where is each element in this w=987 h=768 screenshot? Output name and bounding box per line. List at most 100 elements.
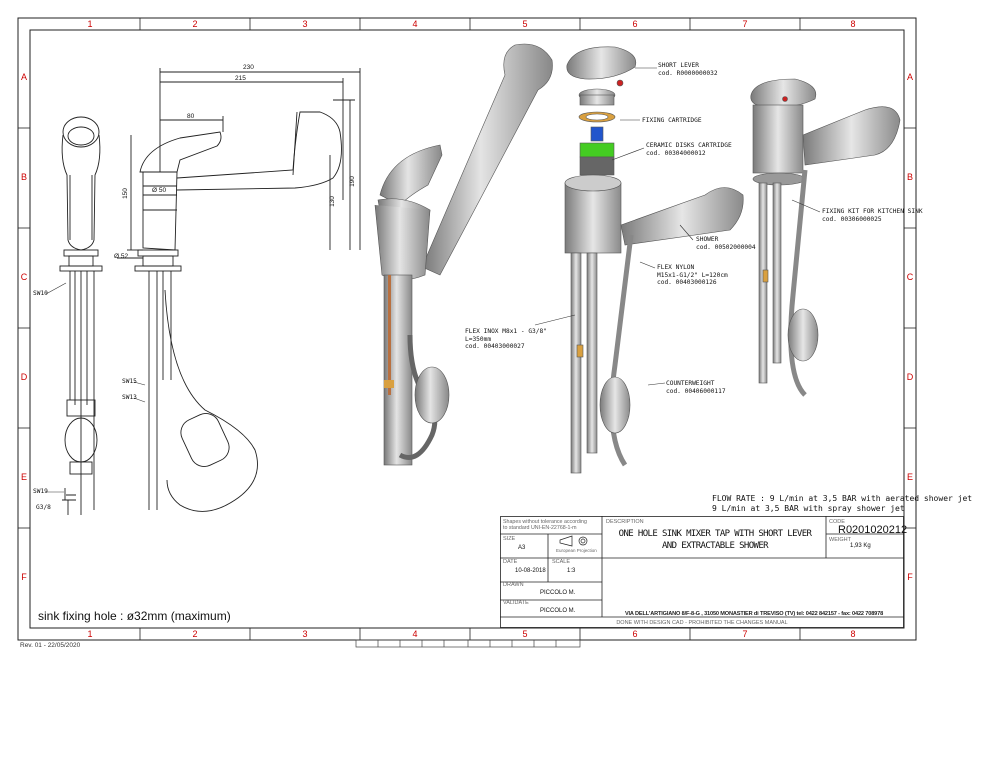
date-label: DATE [503, 559, 518, 565]
zone-label-top-7: 7 [742, 19, 748, 29]
tolerance-line-1: Shapes without tolerance according [503, 519, 587, 525]
zone-label-bottom-7: 7 [742, 629, 748, 639]
zone-label-left-b: B [20, 172, 27, 182]
drawn-value: PICCOLO M. [540, 590, 576, 596]
weight-value: 1,93 Kg [850, 543, 871, 549]
zone-label-left-e: E [20, 472, 27, 482]
zone-label-bottom-3: 3 [302, 629, 308, 639]
zone-label-right-a: A [906, 72, 913, 82]
callout-counterweight-code: cod. 00406000117 [666, 387, 726, 395]
callout-flex-nylon-code: cod. 00403000126 [657, 279, 717, 286]
revision-note: Rev. 01 - 22/05/2020 [20, 642, 81, 649]
callout-fixing-kit-name: FIXING KIT FOR KITCHEN SINK [822, 208, 923, 215]
flow-rate-line-2: 9 L/min at 3,5 BAR with spray shower jet [712, 504, 905, 513]
tap-exploded-view [564, 46, 744, 474]
zone-label-bottom-5: 5 [522, 629, 528, 639]
dimension-diameter-52: Ø 52 [114, 253, 129, 260]
zone-label-top-6: 6 [632, 19, 638, 29]
zone-label-top-3: 3 [302, 19, 308, 29]
sink-fixing-note: sink fixing hole : ø32mm (maximum) [38, 609, 231, 623]
title-block-grid [500, 516, 904, 628]
callout-shower-name: SHOWER [696, 236, 719, 243]
size-label: SIZE [503, 536, 516, 542]
dimension-80: 80 [187, 113, 195, 120]
date-value: 10-08-2018 [515, 568, 546, 574]
zone-label-top-4: 4 [412, 19, 418, 29]
callout-flex-inox-code: cod. 00403000027 [465, 343, 525, 350]
callout-counterweight: COUNTERWEIGHT cod. 00406000117 [666, 380, 726, 395]
zone-label-left-f: F [21, 572, 27, 582]
callout-flex-nylon-spec: M15x1-G1/2" L=120cm [657, 271, 728, 279]
zone-label-left-a: A [20, 72, 27, 82]
zone-label-top-1: 1 [87, 19, 93, 29]
callout-counterweight-name: COUNTERWEIGHT [666, 380, 715, 387]
dimension-230: 230 [243, 64, 254, 71]
zone-label-right-d: D [906, 372, 914, 382]
scale-label: SCALE [552, 559, 571, 565]
callout-short-lever-name: SHORT LEVER [658, 62, 699, 69]
title-block-footer: DONE WITH DESIGN CAD - PROHIBITED THE CH… [616, 620, 788, 626]
callout-flex-inox: FLEX INOX M8x1 - G3/8" L=350mm cod. 0040… [465, 328, 547, 351]
callout-short-lever: SHORT LEVER cod. R0000000032 [658, 62, 718, 77]
wrench-label-sw15: SW15 [122, 378, 137, 385]
zone-label-top-2: 2 [192, 19, 198, 29]
description-line-2: AND EXTRACTABLE SHOWER [661, 541, 769, 551]
zone-label-right-b: B [906, 172, 913, 182]
zone-label-top-8: 8 [850, 19, 856, 29]
zone-label-bottom-8: 8 [850, 629, 856, 639]
callout-short-lever-code: cod. R0000000032 [658, 69, 718, 77]
description-label: DESCRIPTION [606, 519, 644, 525]
code-label: CODE [829, 519, 845, 525]
zone-label-left-d: D [20, 372, 28, 382]
thread-label-g38: G3/8 [36, 504, 51, 511]
drawn-label: DRAWN [503, 582, 524, 588]
callout-fixing-cartridge: FIXING CARTRIDGE [642, 117, 702, 125]
front-view-drawing [59, 116, 103, 515]
dimension-diameter-50: Ø 50 [152, 187, 167, 194]
company-address: VIA DELL'ARTIGIANO 8/F-8-G , 31050 MONAS… [624, 611, 884, 617]
wrench-label-sw10: SW10 [33, 290, 48, 297]
callout-ceramic-disks: CERAMIC DISKS CARTRIDGE cod. 00304000012 [646, 142, 732, 157]
projection-label: European Projection [556, 548, 597, 553]
description-line-1: ONE HOLE SINK MIXER TAP WITH SHORT LEVER [618, 529, 812, 539]
flow-rate-note: FLOW RATE : 9 L/min at 3,5 BAR with aera… [712, 494, 973, 514]
wrench-label-sw19: SW19 [33, 488, 48, 495]
size-value: A3 [518, 545, 526, 551]
zone-label-bottom-4: 4 [412, 629, 418, 639]
code-value: R0201020212 [838, 524, 908, 536]
callout-flex-inox-name: FLEX INOX M8x1 - G3/8" [465, 328, 547, 335]
zone-label-right-c: C [906, 272, 914, 282]
callout-flex-nylon: FLEX NYLON M15x1-G1/2" L=120cm cod. 0040… [657, 264, 728, 287]
zone-label-right-f: F [907, 572, 913, 582]
callout-fixing-kit-code: cod. 00306000025 [822, 215, 882, 223]
callout-flex-inox-length: L=350mm [465, 335, 492, 343]
zone-label-bottom-2: 2 [192, 629, 198, 639]
wrench-label-sw13: SW13 [122, 394, 137, 401]
tap-3d-view-extended [374, 43, 553, 466]
callout-flex-nylon-name: FLEX NYLON [657, 264, 695, 271]
callout-ceramic-disks-name: CERAMIC DISKS CARTRIDGE [646, 142, 732, 149]
validate-value: PICCOLO M. [540, 608, 576, 614]
tolerance-note: Shapes without tolerance according to st… [503, 519, 587, 531]
callout-fixing-kit: FIXING KIT FOR KITCHEN SINK cod. 0030600… [822, 208, 923, 223]
tap-3d-view-assembled [750, 78, 901, 397]
zone-label-right-e: E [906, 472, 913, 482]
flow-rate-line-1: FLOW RATE : 9 L/min at 3,5 BAR with aera… [712, 494, 973, 503]
tolerance-line-2: to standard UNI-EN-22768-1-m [503, 525, 577, 531]
zone-label-bottom-1: 1 [87, 629, 93, 639]
zone-label-bottom-6: 6 [632, 629, 638, 639]
side-view-drawing [117, 68, 361, 512]
callout-shower: SHOWER cod. 00502000004 [696, 236, 756, 251]
callout-shower-code: cod. 00502000004 [696, 243, 756, 251]
callout-fixing-cartridge-name: FIXING CARTRIDGE [642, 117, 702, 124]
zone-label-top-5: 5 [522, 19, 528, 29]
validate-label: VALIDATE [503, 600, 529, 606]
scale-value: 1:3 [567, 568, 576, 574]
weight-label: WEIGHT [829, 537, 851, 543]
callout-ceramic-disks-code: cod. 00304000012 [646, 149, 706, 157]
zone-label-left-c: C [20, 272, 28, 282]
dimension-215: 215 [235, 75, 246, 82]
